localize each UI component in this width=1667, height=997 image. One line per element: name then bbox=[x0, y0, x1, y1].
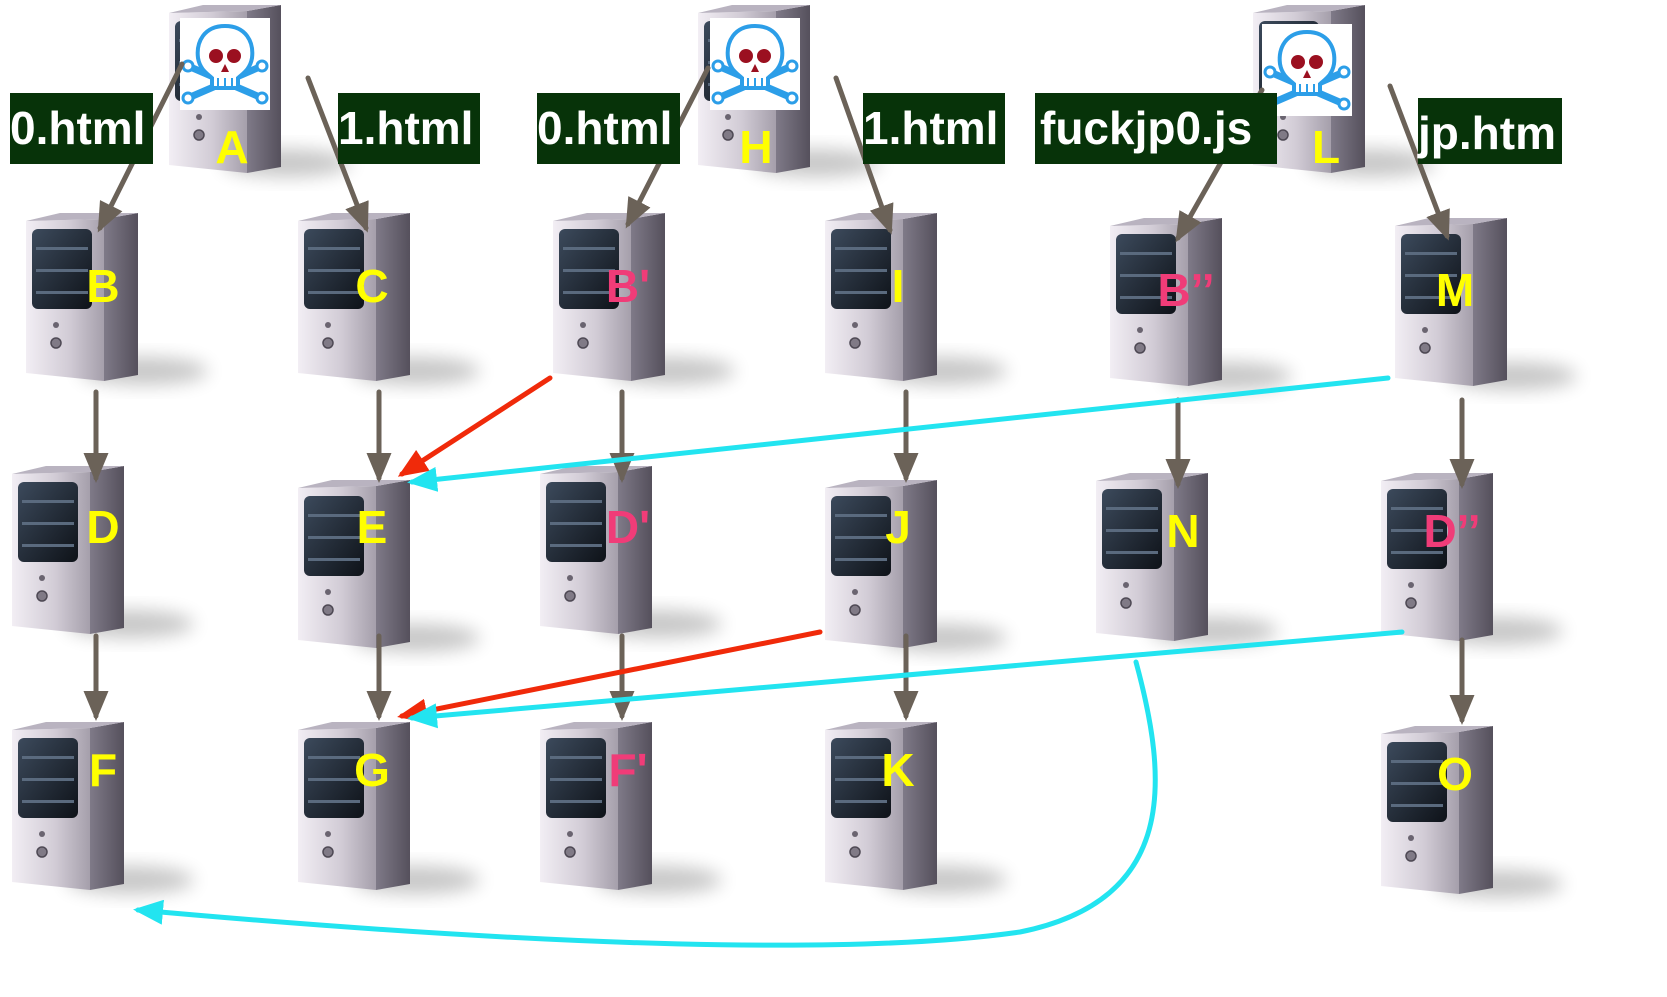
node-label-J: J bbox=[885, 501, 911, 553]
server-node-M bbox=[1395, 218, 1577, 390]
skull-crossbones-icon bbox=[180, 18, 270, 110]
server-node-E bbox=[298, 480, 480, 652]
file-label-text: 1.html bbox=[338, 102, 473, 154]
file-label-jp-htm: jp.htm bbox=[1417, 98, 1562, 164]
server-node-B-double-prime bbox=[1110, 218, 1292, 390]
file-label-text: fuckjp0.js bbox=[1040, 102, 1252, 154]
node-label-B-double-prime: B’’ bbox=[1157, 264, 1214, 316]
node-label-G: G bbox=[354, 744, 390, 796]
server-node-B-prime bbox=[553, 213, 735, 385]
node-label-I: I bbox=[892, 260, 905, 312]
edge-B-prime-to-E bbox=[397, 375, 553, 477]
file-label-0-html: 0.html bbox=[537, 93, 680, 164]
node-label-D-double-prime: D’’ bbox=[1423, 505, 1480, 557]
skull-crossbones-icon bbox=[710, 18, 800, 110]
node-label-O: O bbox=[1437, 748, 1473, 800]
file-label-fuckjp0-js: fuckjp0.js bbox=[1035, 93, 1277, 164]
file-label-0-html: 0.html bbox=[10, 93, 153, 164]
edge-M-to-E bbox=[407, 375, 1391, 492]
file-label-text: jp.htm bbox=[1417, 107, 1556, 159]
node-label-K: K bbox=[881, 744, 914, 796]
server-node-D-prime bbox=[540, 466, 722, 638]
server-node-C bbox=[298, 213, 480, 385]
skull-crossbones-icon bbox=[1262, 24, 1352, 116]
node-label-H: H bbox=[739, 121, 772, 173]
node-label-M: M bbox=[1436, 264, 1474, 316]
node-label-D: D bbox=[86, 501, 119, 553]
node-label-F: F bbox=[89, 744, 117, 796]
server-node-G bbox=[298, 722, 480, 894]
node-label-E: E bbox=[357, 501, 388, 553]
node-label-L: L bbox=[1312, 121, 1340, 173]
edge-D-double-prime-to-G bbox=[407, 629, 1405, 729]
server-node-K bbox=[825, 722, 1007, 894]
node-label-B: B bbox=[86, 260, 119, 312]
server-node-D-double-prime bbox=[1381, 473, 1563, 645]
server-node-J bbox=[825, 480, 1007, 652]
node-label-D-prime: D' bbox=[606, 501, 650, 553]
file-label-text: 0.html bbox=[10, 102, 145, 154]
edge-A-to-C bbox=[305, 75, 369, 233]
edge-J-to-G bbox=[397, 629, 823, 724]
server-node-F-prime bbox=[540, 722, 722, 894]
server-node-I bbox=[825, 213, 1007, 385]
server-node-N bbox=[1096, 473, 1278, 645]
node-label-F-prime: F' bbox=[608, 744, 647, 796]
file-label-1-html: 1.html bbox=[338, 93, 480, 164]
node-label-C: C bbox=[355, 260, 388, 312]
node-label-A: A bbox=[215, 121, 248, 173]
node-label-N: N bbox=[1166, 505, 1199, 557]
edge-D-double-prime-to-F bbox=[133, 659, 1158, 948]
node-label-B-prime: B' bbox=[606, 260, 650, 312]
server-node-D bbox=[12, 466, 194, 638]
file-label-1-html: 1.html bbox=[863, 93, 1005, 164]
file-label-text: 1.html bbox=[863, 102, 998, 154]
server-node-O bbox=[1381, 726, 1563, 898]
server-node-F bbox=[12, 722, 194, 894]
file-label-text: 0.html bbox=[537, 102, 672, 154]
